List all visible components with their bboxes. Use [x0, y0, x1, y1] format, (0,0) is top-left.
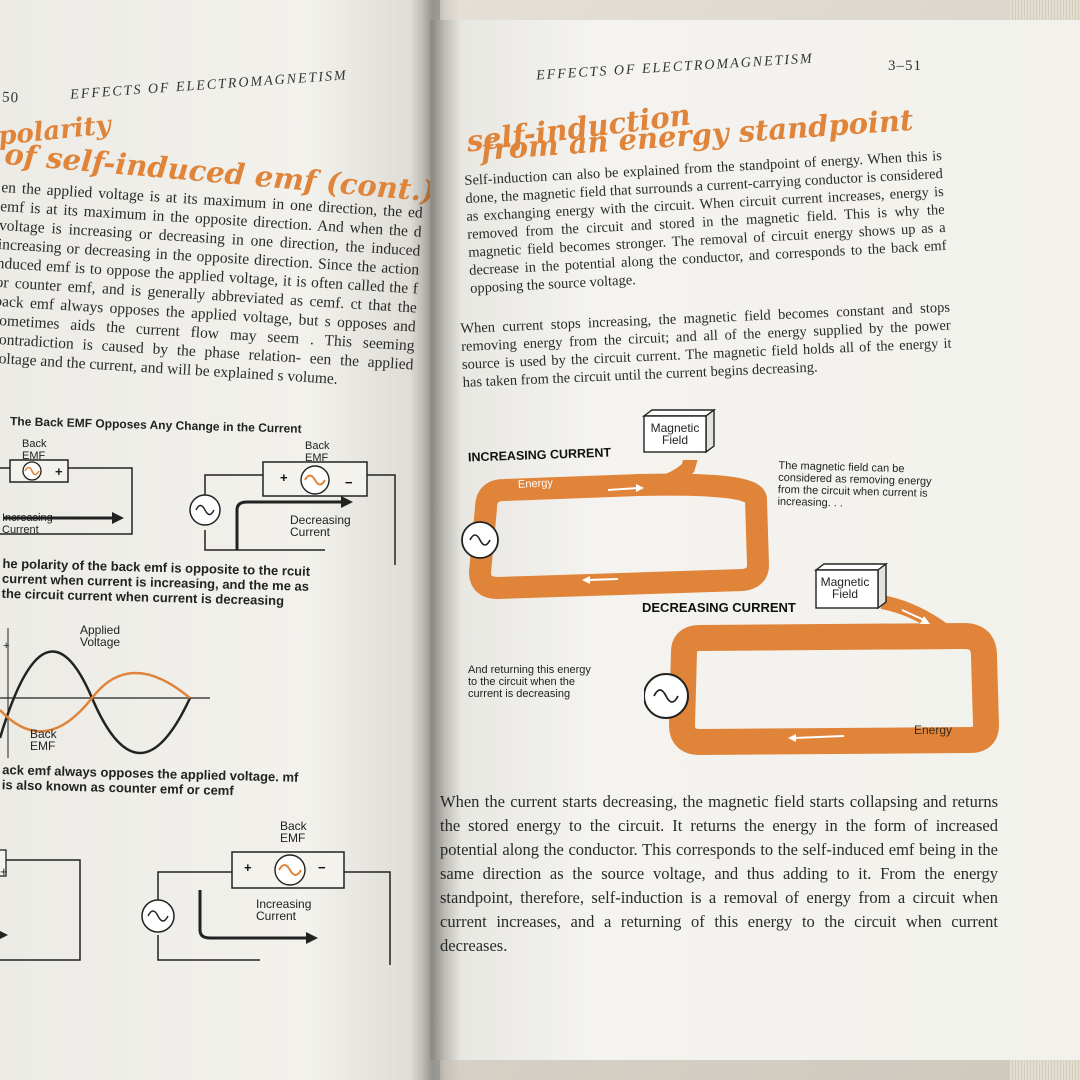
- note-decreasing: And returning this energy to the circuit…: [468, 664, 591, 700]
- left-page-number: 50: [1, 89, 20, 107]
- minus-sign-2: −: [345, 475, 353, 490]
- right-paragraph-2: When current stops increasing, the magne…: [460, 299, 952, 391]
- diagram-bottom-circuit: [0, 849, 391, 965]
- plus-axis: +: [3, 640, 10, 652]
- left-running-head: EFFECTS OF ELECTROMAGNETISM: [69, 68, 349, 103]
- applied-voltage-curve: [0, 650, 192, 755]
- note-increasing: The magnetic field can be considered as …: [777, 459, 932, 510]
- magnetic-field-label-2: Magnetic Field: [820, 575, 870, 601]
- left-page: 50 EFFECTS OF ELECTROMAGNETISM polarity …: [0, 0, 440, 1080]
- increasing-current-label-1: Increasing Current: [2, 512, 53, 536]
- right-page: EFFECTS OF ELECTROMAGNETISM 3–51 self-in…: [430, 20, 1080, 1060]
- magnetic-field-label-1: Magnetic Field: [650, 421, 700, 447]
- increasing-current-label-2: Increasing Current: [256, 897, 312, 923]
- left-paragraph: en the applied voltage is at its maximum…: [0, 178, 424, 388]
- applied-voltage-label: Applied Voltage: [80, 623, 121, 649]
- diagram-increasing-circuit: [0, 459, 133, 535]
- plus-sign-4: +: [244, 860, 252, 875]
- book-gutter-shadow: [410, 0, 460, 1080]
- decreasing-current-diagram: [644, 595, 999, 755]
- plus-sign-2: +: [280, 470, 288, 485]
- diagram-decreasing-circuit: [189, 461, 396, 565]
- back-emf-label-4: Back EMF: [280, 819, 307, 845]
- caption-counter-emf: ack emf always opposes the applied volta…: [1, 762, 299, 799]
- back-emf-label-3: Back EMF: [30, 727, 57, 753]
- back-emf-label-2: Back EMF: [305, 440, 330, 464]
- minus-sign-4: −: [318, 860, 326, 875]
- right-running-head: EFFECTS OF ELECTROMAGNETISM: [535, 51, 815, 84]
- right-page-number: 3–51: [888, 58, 922, 74]
- magnetic-field-box-2: [813, 562, 889, 610]
- energy-label-1: Energy: [517, 477, 554, 491]
- magnetic-field-box-1: [641, 408, 717, 454]
- increasing-current-diagram: [461, 460, 769, 599]
- plus-sign-left-bottom: +: [0, 864, 8, 879]
- decreasing-current-label-1: Decreasing Current: [290, 513, 351, 539]
- decreasing-current-title: DECREASING CURRENT: [642, 600, 796, 615]
- sine-wave-graph: [0, 628, 210, 758]
- right-paragraph-3: When the current starts decreasing, the …: [440, 792, 998, 955]
- caption-polarity: he polarity of the back emf is opposite …: [1, 555, 311, 609]
- plus-sign-1: +: [55, 464, 63, 479]
- right-paragraph-1: Self-induction can also be explained fro…: [464, 147, 947, 297]
- back-emf-curve: [0, 671, 191, 733]
- back-emf-label-1: Back EMF: [22, 438, 47, 462]
- energy-label-2: Energy: [914, 723, 953, 737]
